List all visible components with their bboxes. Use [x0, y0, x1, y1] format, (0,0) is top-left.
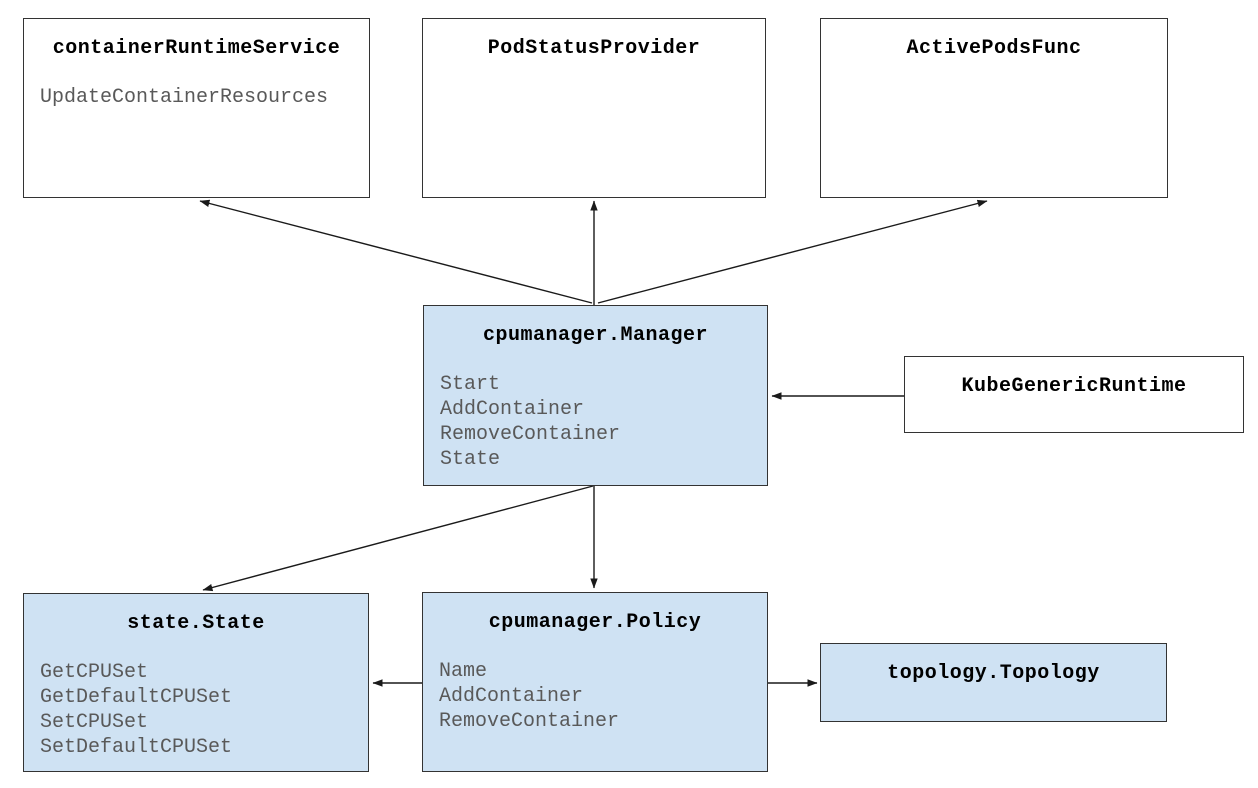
box-methods: Name AddContainer RemoveContainer: [439, 660, 620, 733]
box-cpumanager-policy: cpumanager.Policy Name AddContainer Remo…: [422, 592, 768, 772]
box-pod-status-provider: PodStatusProvider: [422, 18, 766, 198]
edge-manager-to-active-pods-func: [597, 199, 988, 304]
box-methods: GetCPUSet GetDefaultCPUSet SetCPUSet Set…: [40, 661, 233, 759]
box-title: state.State: [127, 612, 265, 635]
box-title: cpumanager.Policy: [488, 611, 702, 634]
edge-manager-to-state-state: [202, 485, 594, 592]
box-title: ActivePodsFunc: [906, 37, 1082, 60]
box-kube-generic-runtime: KubeGenericRuntime: [904, 356, 1244, 433]
box-title: KubeGenericRuntime: [961, 375, 1187, 398]
box-methods: Start AddContainer RemoveContainer State: [440, 373, 621, 471]
box-cpumanager-manager: cpumanager.Manager Start AddContainer Re…: [423, 305, 768, 486]
box-state-state: state.State GetCPUSet GetDefaultCPUSet S…: [23, 593, 369, 772]
box-title: containerRuntimeService: [52, 37, 341, 60]
box-methods: UpdateContainerResources: [40, 86, 329, 109]
box-title: topology.Topology: [887, 662, 1100, 685]
box-title: cpumanager.Manager: [482, 324, 709, 347]
box-topology-topology: topology.Topology: [820, 643, 1167, 722]
box-title: PodStatusProvider: [487, 37, 701, 60]
box-active-pods-func: ActivePodsFunc: [820, 18, 1168, 198]
edge-manager-to-container-runtime-service: [199, 199, 593, 304]
box-container-runtime-service: containerRuntimeService UpdateContainerR…: [23, 18, 370, 198]
